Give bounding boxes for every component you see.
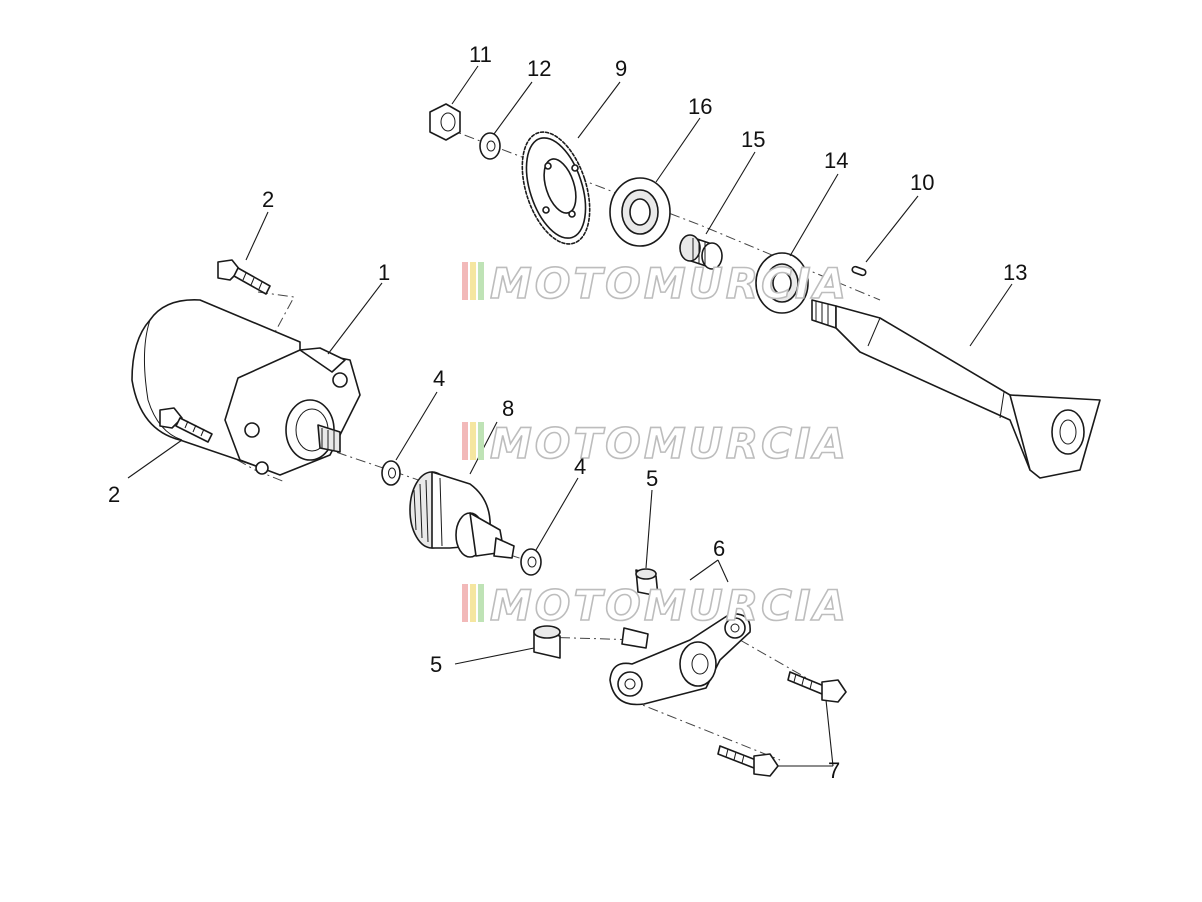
watermark-text: MOTOMURCIA xyxy=(490,259,849,308)
watermark-bottom: MOTOMURCIA xyxy=(462,580,849,631)
bracket-bolt-upper xyxy=(787,671,847,703)
callout-5-upper: 5 xyxy=(646,466,658,491)
bolt-lower xyxy=(159,407,213,443)
callout-8: 8 xyxy=(502,396,514,421)
callout-14: 14 xyxy=(824,148,848,173)
callout-6: 6 xyxy=(713,536,725,561)
watermark-top: MOTOMURCIA xyxy=(462,258,849,309)
kick-start-shaft xyxy=(811,299,1101,479)
callout-2-lower: 2 xyxy=(108,482,120,507)
key-pin xyxy=(851,265,867,277)
callout-labels: 1 2 2 4 4 5 5 6 7 8 9 10 11 12 13 14 15 … xyxy=(108,42,1027,783)
callout-1: 1 xyxy=(378,260,390,285)
nut xyxy=(429,103,461,141)
driven-gear xyxy=(521,131,591,245)
callout-4-lower: 4 xyxy=(574,454,586,479)
bearing-14 xyxy=(755,252,809,314)
bushing-upper xyxy=(635,568,659,597)
callout-15: 15 xyxy=(741,127,765,152)
bracket-bolt-lower xyxy=(717,745,779,777)
washer-upper xyxy=(381,460,401,486)
needle-bearing xyxy=(679,234,723,270)
callout-11: 11 xyxy=(469,42,492,67)
callout-16: 16 xyxy=(688,94,712,119)
leader-lines xyxy=(127,65,1013,767)
callout-4-upper: 4 xyxy=(433,366,445,391)
watermark-text: MOTOMURCIA xyxy=(490,581,849,630)
bolt-upper xyxy=(217,259,271,295)
callout-12: 12 xyxy=(527,56,551,81)
mounting-bracket xyxy=(609,613,751,706)
callout-13: 13 xyxy=(1003,260,1027,285)
washer-top xyxy=(479,132,501,160)
watermark-middle: MOTOMURCIA xyxy=(462,418,849,469)
bearing-16 xyxy=(609,177,671,247)
washer-lower xyxy=(520,548,542,576)
watermark-text: MOTOMURCIA xyxy=(490,419,849,468)
starter-motor xyxy=(131,299,361,476)
callout-2-upper: 2 xyxy=(262,187,274,212)
callout-10: 10 xyxy=(910,170,934,195)
callout-9: 9 xyxy=(615,56,627,81)
callout-7: 7 xyxy=(828,758,840,783)
starter-drive-gear xyxy=(409,471,515,559)
bushing-lower xyxy=(533,625,561,659)
callout-5-lower: 5 xyxy=(430,652,442,677)
